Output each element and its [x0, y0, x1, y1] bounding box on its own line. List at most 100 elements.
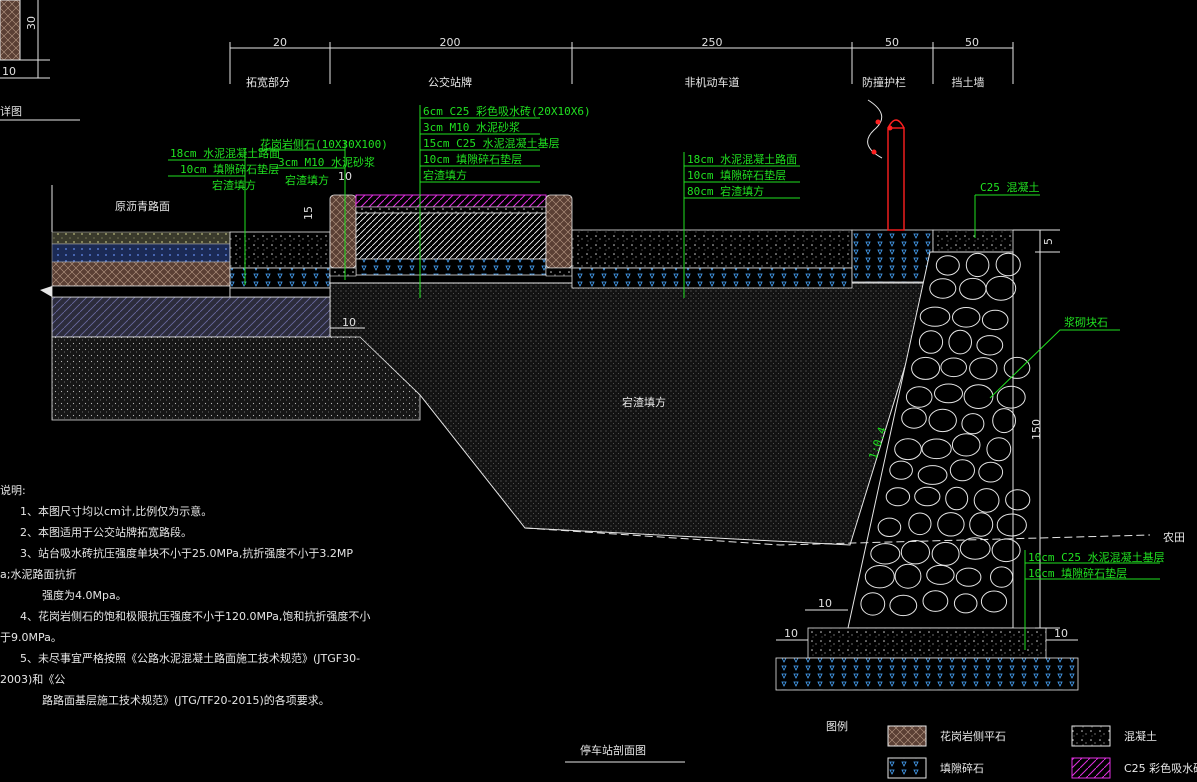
- segment-label: 非机动车道: [685, 75, 740, 89]
- stone: [995, 252, 1021, 277]
- note-line: 4、花岗岩侧石的饱和极限抗压强度不小于120.0MPa,饱和抗折强度不小: [20, 610, 371, 623]
- callout-line: 3cm M10 水泥砂浆: [278, 155, 375, 169]
- legend-label: 花岗岩侧平石: [940, 729, 1006, 743]
- callout-line: 10cm 填隙碎石垫层: [687, 168, 786, 182]
- dim-150-label: 150: [1030, 419, 1043, 440]
- stone: [926, 564, 955, 585]
- detail-label: 详图: [0, 104, 22, 118]
- legend-swatch-concrete: [1071, 725, 1111, 747]
- dim-10-label: 10: [1054, 627, 1068, 640]
- stone: [981, 309, 1009, 331]
- stone: [900, 540, 931, 565]
- dim-value: 200: [440, 36, 461, 49]
- c25-label: C25 混凝土: [980, 180, 1040, 194]
- note-line: 路路面基层施工技术规范》(JTG/TF20-2015)的各项要求。: [42, 694, 330, 707]
- note-line: 于9.0MPa。: [0, 631, 62, 644]
- stone: [953, 593, 978, 614]
- stone: [929, 278, 957, 299]
- note-line: 1、本图尺寸均以cm计,比例仅为示意。: [20, 505, 213, 518]
- note-line: 5、未尽事宜严格按照《公路水泥混凝土路面施工技术规范》(JTGF30-: [20, 652, 361, 665]
- callout-line: 10cm 填隙碎石垫层: [1028, 566, 1127, 580]
- stone: [922, 590, 949, 612]
- dim-10-label: 10: [818, 597, 832, 610]
- callout-widen: 18cm 水泥混凝土路面 10cm 填隙碎石垫层 宕渣填方: [168, 146, 280, 285]
- stone: [969, 512, 994, 537]
- dim-15-label: 15: [302, 206, 315, 220]
- stone: [959, 537, 991, 560]
- stone: [973, 488, 1000, 513]
- drawing-title: 停车站剖面图: [580, 743, 646, 757]
- callout-line: 宕渣填方: [212, 178, 256, 192]
- stone: [969, 357, 998, 380]
- callout-line: 宕渣填方: [285, 173, 329, 187]
- bus-platform: [329, 194, 573, 277]
- stone: [894, 563, 922, 589]
- callout-curb: 花岗岩侧石(10X30X100) 3cm M10 水泥砂浆 宕渣填方: [258, 137, 388, 280]
- stone: [940, 357, 968, 378]
- masonry-label: 浆砌块石: [1064, 315, 1108, 329]
- stone: [1005, 489, 1031, 511]
- stone: [885, 487, 911, 507]
- segment-label: 拓宽部分: [246, 75, 290, 89]
- stone: [870, 543, 901, 565]
- callout-bikeway: 18cm 水泥混凝土路面 10cm 填隙碎石垫层 80cm 宕渣填方: [683, 152, 800, 298]
- legend-swatch-gravel: [887, 757, 927, 779]
- stone: [928, 408, 957, 433]
- stone: [911, 356, 941, 380]
- stone: [951, 433, 981, 457]
- stone: [918, 330, 944, 354]
- note-line: 2003)和《公: [0, 673, 66, 686]
- stone: [963, 384, 994, 410]
- dim-30-label: 30: [25, 16, 38, 30]
- note-line: 2、本图适用于公交站牌拓宽路段。: [20, 526, 192, 539]
- stone: [952, 307, 981, 328]
- dim-value: 20: [273, 36, 287, 49]
- stone: [921, 438, 952, 460]
- stone: [889, 460, 913, 480]
- callout-line: 花岗岩侧石(10X30X100): [260, 137, 388, 151]
- guardrail-beam-icon: [867, 99, 883, 159]
- ground-line: [524, 527, 1151, 546]
- dim-10-label: 10: [784, 627, 798, 640]
- stone: [905, 386, 933, 408]
- fill-label: 宕渣填方: [622, 395, 666, 409]
- masonry-stones: [860, 252, 1031, 617]
- callout-line: 10cm 填隙碎石垫层: [423, 152, 522, 166]
- stone: [961, 413, 985, 435]
- legend: 图例 花岗岩侧平石 混凝土 填隙碎石 C25 彩色吸水砖: [826, 719, 1197, 779]
- stone: [948, 329, 973, 355]
- note-line: 强度为4.0Mpa。: [42, 589, 127, 602]
- callout-line: 10cm 填隙碎石垫层: [180, 162, 279, 176]
- retaining-wall: [775, 229, 1079, 691]
- guardrail: [851, 99, 934, 283]
- stone: [877, 517, 902, 537]
- callout-line: 80cm 宕渣填方: [687, 184, 764, 198]
- stone: [934, 383, 963, 404]
- stone: [985, 275, 1017, 301]
- dim-value: 250: [702, 36, 723, 49]
- legend-label: C25 彩色吸水砖: [1124, 761, 1197, 775]
- stone: [976, 335, 1004, 356]
- callout-line: 15cm C25 水泥混凝土基层: [423, 136, 560, 150]
- right-dimension: [1013, 229, 1060, 629]
- callout-line: 宕渣填方: [423, 168, 467, 182]
- stone: [965, 252, 990, 278]
- callout-line: 18cm 水泥混凝土路面: [170, 146, 280, 160]
- paddy-label: 农田: [1163, 530, 1185, 544]
- segment-label: 挡土墙: [952, 75, 985, 89]
- stone: [992, 408, 1016, 434]
- stone: [860, 592, 886, 616]
- callout-line: 3cm M10 水泥砂浆: [423, 120, 520, 134]
- design-notes: 说明: 1、本图尺寸均以cm计,比例仅为示意。 2、本图适用于公交站牌拓宽路段。…: [0, 480, 371, 711]
- stone: [864, 565, 895, 589]
- stone: [996, 385, 1026, 409]
- stone: [978, 461, 1004, 483]
- stone: [908, 512, 932, 536]
- notes-title: 说明:: [0, 484, 26, 497]
- existing-road-label: 原沥青路面: [115, 200, 170, 213]
- callout-line: 10cm C25 水泥混凝土基层: [1028, 550, 1165, 564]
- bike-lane-section: [571, 229, 853, 289]
- callout-platform: 6cm C25 彩色吸水砖(20X10X6) 3cm M10 水泥砂浆 15cm…: [419, 104, 591, 298]
- note-line: a;水泥路面抗折: [0, 568, 77, 581]
